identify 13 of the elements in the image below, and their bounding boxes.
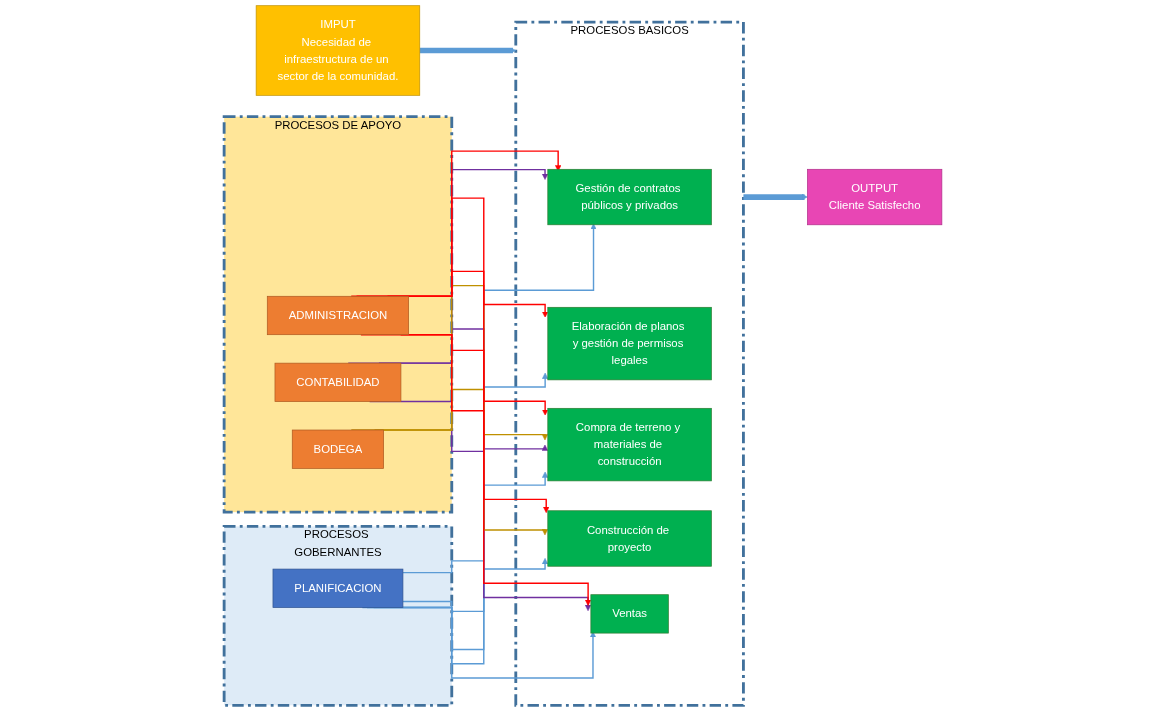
node-box: OUTPUT Cliente Satisfecho bbox=[807, 168, 943, 226]
node-box: Construcción de proyecto bbox=[547, 510, 712, 567]
node-box: Gestión de contratos públicos y privados bbox=[547, 168, 712, 226]
node-box: Compra de terreno y materiales de construcción bbox=[547, 407, 712, 482]
node-box: IMPUT Necesidad de infraestructura de un sector de la comunidad. bbox=[255, 5, 421, 96]
node-box: ADMINISTRACION bbox=[266, 295, 409, 336]
arrow bbox=[743, 193, 808, 201]
node-box: PLANIFICACION bbox=[272, 568, 404, 608]
arrow bbox=[419, 47, 517, 54]
node-box: BODEGA bbox=[291, 429, 384, 469]
node-box: Elaboración de planos y gestión de permisos legales bbox=[547, 306, 712, 381]
node-box: CONTABILIDAD bbox=[274, 362, 402, 402]
node-box: Ventas bbox=[590, 594, 669, 634]
